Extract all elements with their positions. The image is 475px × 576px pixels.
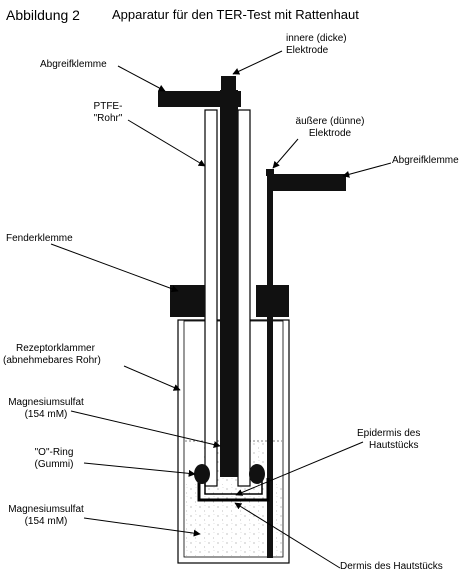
ptfe-tube	[204, 109, 251, 487]
label-abgreifklemme-right: Abgreifklemme	[392, 155, 459, 166]
leader-ptfe	[127, 119, 206, 167]
leader-rezeptorklammer	[123, 365, 181, 391]
label-abgreifklemme-left: Abgreifklemme	[40, 59, 107, 70]
outer-electrode	[266, 169, 274, 558]
leader-magnesium-upper	[70, 410, 221, 448]
leader-fenderklemme	[50, 243, 179, 293]
leader-o-ring	[83, 462, 196, 477]
figure-number: Abbildung 2	[6, 7, 80, 23]
figure-title: Apparatur für den TER-Test mit Rattenhau…	[112, 7, 359, 22]
label-inner-electrode: innere (dicke) Elektrode	[286, 33, 347, 56]
label-dermis: Dermis des Hautstücks	[340, 561, 443, 572]
clip-right	[271, 174, 346, 191]
leader-abgreifklemme-left	[117, 65, 166, 92]
clip-left	[158, 91, 241, 107]
leader-inner-electrode	[232, 50, 283, 75]
label-magnesium-upper: Magnesiumsulfat (154 mM)	[8, 397, 84, 420]
label-ptfe: PTFE- "Rohr"	[93, 101, 123, 124]
label-outer-electrode: äußere (dünne) Elektrode	[295, 116, 365, 139]
label-o-ring: "O"-Ring (Gummi)	[34, 447, 74, 470]
inner-electrode	[220, 76, 238, 477]
leader-magnesium-lower	[83, 517, 201, 537]
label-epidermis: Epidermis des Hautstücks	[357, 428, 421, 451]
leader-abgreifklemme-right	[342, 162, 392, 178]
leader-outer-electrode	[272, 138, 299, 169]
label-fenderklemme: Fenderklemme	[6, 233, 73, 244]
leader-epidermis	[235, 441, 364, 496]
label-magnesium-lower: Magnesiumsulfat (154 mM)	[8, 504, 84, 527]
o-ring-right	[249, 464, 265, 484]
skin-piece	[197, 478, 270, 502]
leader-dermis	[234, 502, 341, 569]
o-ring-left	[194, 464, 210, 484]
magnesium-sulfate-lower	[185, 484, 282, 556]
label-rezeptorklammer: Rezeptorklammer (abnehmebares Rohr)	[3, 343, 101, 366]
